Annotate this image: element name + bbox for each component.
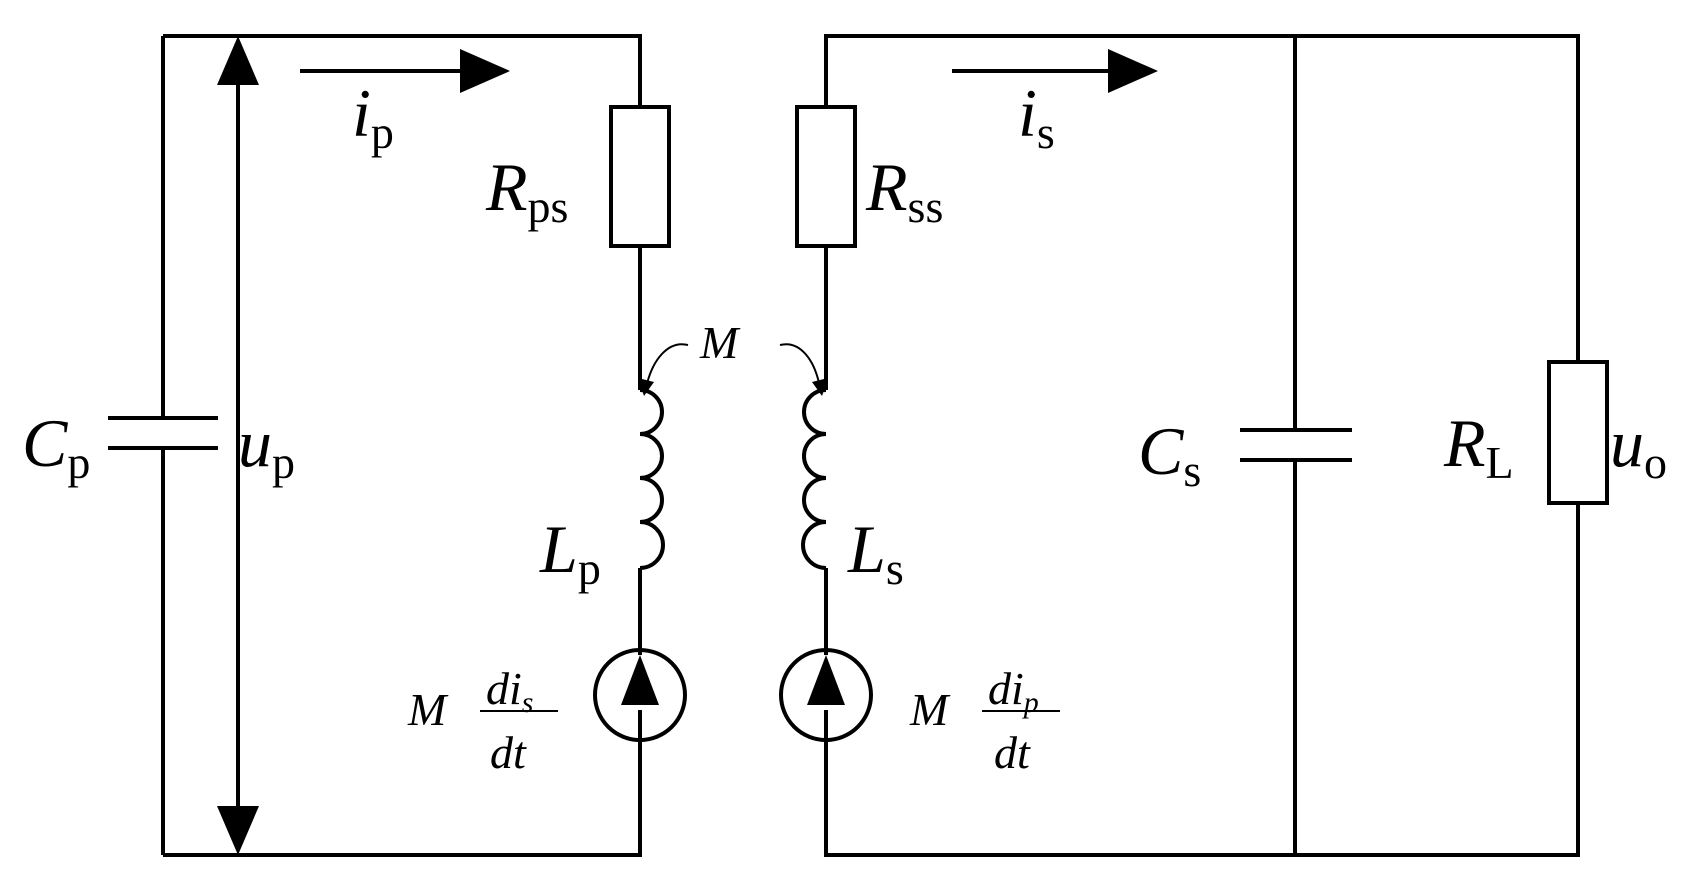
primary-circuit	[108, 34, 687, 857]
resistor-rss	[795, 105, 857, 248]
secondary-top-wire	[824, 34, 1580, 362]
label-lp: Lp	[539, 511, 601, 594]
svg-text:dis: dis	[486, 663, 533, 719]
secondary-circuit	[779, 34, 1609, 857]
current-source-left	[593, 648, 687, 742]
label-rl: RL	[1443, 405, 1514, 488]
label-source-left: M dis dt	[407, 663, 558, 778]
svg-text:M: M	[909, 684, 951, 735]
inductor-lp	[639, 388, 665, 570]
svg-text:dt: dt	[994, 727, 1031, 778]
label-up: up	[238, 405, 295, 488]
label-ip: ip	[352, 75, 394, 158]
label-cp: Cp	[22, 405, 90, 488]
primary-bottom-wire	[163, 735, 642, 857]
primary-top-wire	[163, 34, 642, 107]
label-is: is	[1018, 75, 1055, 158]
label-ls: Ls	[847, 511, 904, 594]
resistor-rps	[609, 105, 671, 248]
label-mutual-m: M	[699, 317, 741, 368]
svg-text:dt: dt	[490, 727, 527, 778]
current-source-right	[779, 648, 873, 742]
svg-text:M: M	[407, 684, 449, 735]
voltage-arrow-up	[217, 36, 259, 855]
label-source-right: M dip dt	[909, 663, 1060, 778]
label-uo: uo	[1610, 405, 1667, 488]
inductor-ls	[801, 388, 827, 570]
capacitor-cs	[1240, 428, 1352, 462]
current-arrow-is	[952, 49, 1158, 93]
mutual-inductance-arrows	[638, 343, 828, 396]
capacitor-cp	[108, 416, 218, 450]
secondary-bottom-wire	[824, 503, 1580, 857]
resistor-rl	[1547, 360, 1609, 505]
label-rss: Rss	[865, 149, 943, 232]
label-cs: Cs	[1138, 413, 1201, 496]
current-arrow-ip	[300, 49, 510, 93]
label-rps: Rps	[485, 149, 568, 232]
